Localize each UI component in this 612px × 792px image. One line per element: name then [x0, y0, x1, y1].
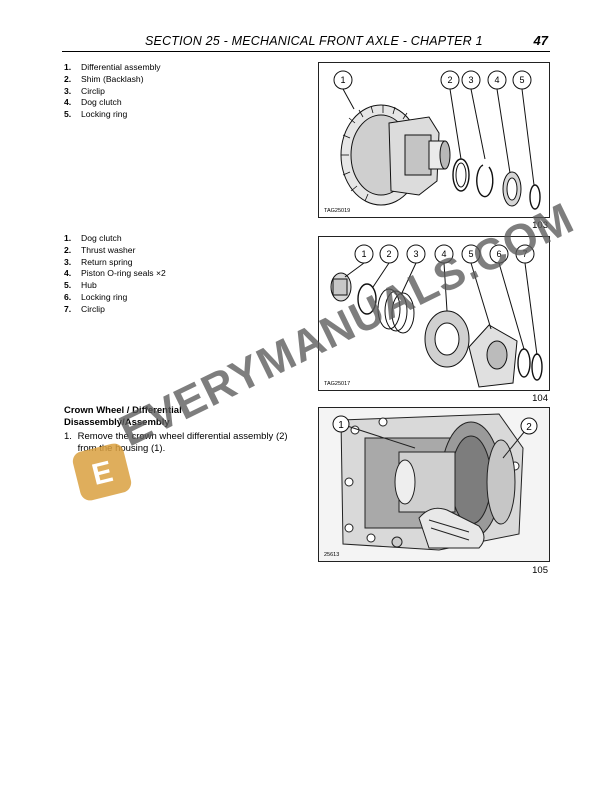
legend-item: 2. Thrust washer — [64, 245, 166, 257]
legend-num: 1. — [64, 62, 72, 72]
page-number: 47 — [533, 33, 548, 48]
figure-104-illustration: 1 2 3 4 5 6 7 — [330, 244, 543, 388]
callout-label: 7 — [522, 249, 527, 259]
legend-num: 5. — [64, 280, 72, 291]
legend-num: 3. — [64, 85, 72, 96]
callout-circle — [520, 417, 538, 435]
legend-num: 2. — [64, 244, 72, 255]
legend-label: Locking ring — [81, 291, 128, 302]
figure-105-illustration: 1 2 — [319, 408, 549, 561]
figure-104-legend: 1. Dog clutch 2. Thrust washer 3. Return sp… — [64, 233, 166, 316]
callout-circle — [332, 415, 350, 433]
callout-label: 3 — [413, 249, 418, 259]
legend-num: 2. — [64, 73, 72, 84]
legend-label: Dog clutch — [81, 97, 122, 108]
legend-num: 4. — [64, 97, 72, 108]
legend-item: 3. Return spring — [64, 257, 166, 269]
legend-label: Circlip — [81, 303, 105, 314]
legend-item: 1. Dog clutch — [64, 233, 166, 245]
legend-label: Differential assembly — [81, 62, 161, 72]
callout-label: 2 — [447, 75, 452, 85]
figure-code: TAG25019 — [324, 208, 351, 214]
callout-label: 1 — [361, 249, 366, 259]
legend-item: 4. Piston O-ring seals ×2 — [64, 268, 166, 280]
callout-label: 4 — [494, 75, 499, 85]
section-heading: Crown Wheel / Differential Disassembly/A… — [64, 405, 182, 428]
legend-item: 4. Dog clutch — [64, 97, 161, 109]
legend-num: 4. — [64, 268, 72, 279]
step-number: 1. — [64, 431, 72, 442]
figure-105-housing-photo: 1 2 25613 — [318, 407, 550, 562]
header-rule — [62, 51, 550, 52]
legend-label: Return spring — [81, 256, 133, 267]
legend-num: 6. — [64, 291, 72, 302]
figure-103-illustration: 1 2 3 4 5 — [333, 70, 541, 210]
callout-circle — [406, 244, 426, 264]
callout-label: 1 — [340, 75, 345, 85]
legend-item: 1. Differential assembly — [64, 62, 161, 74]
callout-circle — [461, 70, 481, 90]
legend-num: 3. — [64, 256, 72, 267]
figure-number: 104 — [532, 393, 548, 404]
callout-circle — [515, 244, 535, 264]
callout-circle — [434, 244, 454, 264]
callout-circle — [379, 244, 399, 264]
legend-item: 5. Locking ring — [64, 109, 161, 121]
callout-circle — [440, 70, 460, 90]
callout-label: 3 — [468, 75, 473, 85]
legend-label: Shim (Backlash) — [81, 73, 144, 84]
callout-circle — [461, 244, 481, 264]
figure-number: 105 — [532, 565, 548, 576]
callout-label: 2 — [386, 249, 391, 259]
legend-num: 5. — [64, 109, 72, 120]
figure-104-dog-clutch-exploded: 1 2 3 4 5 6 7 TAG25017 — [318, 236, 550, 391]
legend-label: Locking ring — [81, 109, 128, 120]
legend-num: 1. — [64, 233, 72, 243]
figure-103-legend: 1. Differential assembly 2. Shim (Backlash… — [64, 62, 161, 121]
callout-label: 5 — [519, 75, 524, 85]
callout-circle — [489, 244, 509, 264]
callout-circle — [512, 70, 532, 90]
legend-label: Thrust washer — [81, 244, 136, 255]
legend-label: Dog clutch — [81, 233, 122, 243]
watermark-logo-icon: E — [72, 443, 132, 501]
callout-circle — [354, 244, 374, 264]
figure-number: 103 — [532, 220, 548, 231]
figure-code: TAG25017 — [324, 381, 351, 387]
callout-circle — [487, 70, 507, 90]
callout-label: 6 — [496, 249, 501, 259]
figure-103-differential-exploded: 1 2 3 4 5 TAG25019 — [318, 62, 550, 218]
callout-label: 4 — [441, 249, 446, 259]
callout-label: 2 — [526, 422, 532, 433]
callout-circle — [333, 70, 353, 90]
legend-label: Circlip — [81, 85, 105, 96]
legend-item: 7. Circlip — [64, 304, 166, 316]
callout-label: 5 — [468, 249, 473, 259]
legend-item: 6. Locking ring — [64, 292, 166, 304]
legend-label: Piston O-ring seals ×2 — [81, 268, 166, 279]
legend-label: Hub — [81, 280, 97, 291]
legend-item: 3. Circlip — [64, 86, 161, 98]
callout-label: 1 — [338, 420, 344, 431]
page-header-title: SECTION 25 - MECHANICAL FRONT AXLE - CHA… — [145, 34, 483, 48]
legend-item: 2. Shim (Backlash) — [64, 74, 161, 86]
legend-item: 5. Hub — [64, 280, 166, 292]
figure-code: 25613 — [324, 552, 340, 558]
legend-num: 7. — [64, 303, 72, 314]
